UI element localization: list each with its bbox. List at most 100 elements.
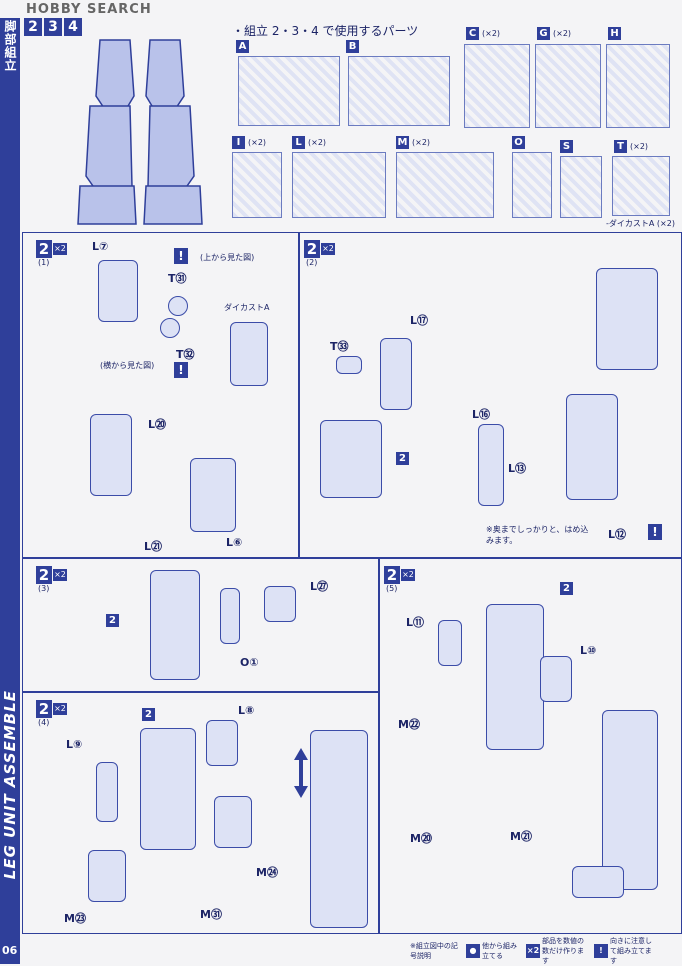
part-label: M㉓ [64, 912, 86, 925]
sidebar [0, 18, 20, 964]
part-shape [438, 620, 462, 666]
part-label: L⑨ [66, 738, 83, 751]
watermark: HOBBY SEARCH [26, 2, 152, 17]
part-label: L㉑ [144, 540, 163, 553]
part-label: L⑥ [226, 536, 243, 549]
step-number: 2 [24, 18, 42, 36]
step-panel-4 [22, 692, 380, 934]
part-label: L㉗ [310, 580, 329, 593]
step-badge-multiplier: ×2 [321, 243, 335, 255]
part-shape [220, 588, 240, 644]
runner-count: (×2) [630, 142, 649, 151]
part-shape [572, 866, 624, 898]
part-shape [160, 318, 180, 338]
runner-l [292, 152, 386, 218]
runner-s [560, 156, 602, 218]
part-shape [486, 604, 544, 750]
step-badge: 2 ×2 [36, 700, 67, 718]
part-shape [150, 570, 200, 680]
symbol-legend: ※組立図中の記号説明 ● 他から組み立てる ×2 部品を数値の数だけ作ります !… [410, 936, 654, 966]
runner-label: C [466, 27, 479, 40]
diecast-label: ダイカストA [224, 303, 270, 312]
step-badge: 2 ×2 [36, 566, 67, 584]
part-label: M⑳ [410, 832, 432, 845]
runner-m [396, 152, 494, 218]
part-label: T㉝ [330, 340, 349, 353]
step-badge-sub: (4) [38, 718, 50, 727]
runner-i [232, 152, 282, 218]
part-label: L⑧ [238, 704, 255, 717]
warning-icon: ! [174, 362, 188, 378]
part-label: L⑬ [508, 462, 527, 475]
step-badge: 2 ×2 [384, 566, 415, 584]
part-shape [90, 414, 132, 496]
step-panel-3 [22, 558, 380, 692]
legend-warning-icon: ! [594, 944, 608, 958]
step-badge: 2 ×2 [36, 240, 67, 258]
runner-label: H [608, 27, 621, 40]
step-badge-multiplier: ×2 [401, 569, 415, 581]
runner-count: (×2) [248, 138, 267, 147]
step-badge-sub: (2) [306, 258, 318, 267]
legend-text: 向きに注意して組み立てます [610, 937, 652, 965]
part-label: L⑯ [472, 408, 491, 421]
runner-h [606, 44, 670, 128]
sidebar-title: 脚部組立 [3, 20, 17, 72]
part-shape [140, 728, 196, 850]
fit-note: ※奥までしっかりと、はめ込みます。 [486, 525, 589, 545]
runner-count: (×2) [412, 138, 431, 147]
part-shape [478, 424, 504, 506]
runner-o [512, 152, 552, 218]
part-shape [190, 458, 236, 532]
part-shape [310, 730, 368, 928]
step-badge-multiplier: ×2 [53, 569, 67, 581]
part-label: O① [240, 656, 259, 669]
step-badge-sub: (3) [38, 584, 50, 593]
runner-t [612, 156, 670, 216]
ref-step: 2 [142, 708, 155, 721]
step-panel-1 [22, 232, 300, 558]
step-number: 4 [64, 18, 82, 36]
ref-step: 2 [560, 582, 573, 595]
sidebar-section-title: LEG UNIT ASSEMBLE [1, 690, 19, 880]
runner-label: G [537, 27, 550, 40]
legend-multiplier-icon: ×2 [526, 944, 540, 958]
legend-text: 他から組み立てる [482, 942, 517, 960]
part-label: L⑪ [406, 616, 425, 629]
part-shape [206, 720, 238, 766]
step-badge-number: 2 [36, 700, 52, 718]
part-shape [566, 394, 618, 500]
part-shape [214, 796, 252, 848]
diecast-note: -ダイカストA (×2) [606, 219, 675, 228]
runner-count: (×2) [308, 138, 327, 147]
runner-a [238, 56, 340, 126]
step-badge-number: 2 [304, 240, 320, 258]
runner-label: M [396, 136, 409, 149]
step-badge-number: 2 [36, 240, 52, 258]
part-label: L⑳ [148, 418, 167, 431]
runner-count: (×2) [553, 29, 572, 38]
part-label: M㉒ [398, 718, 420, 731]
legend-title: ※組立図中の記号説明 [410, 942, 458, 960]
part-shape [602, 710, 658, 890]
part-shape [88, 850, 126, 902]
part-label: L⑰ [410, 314, 429, 327]
step-badge-sub: (1) [38, 258, 50, 267]
part-label: T㉜ [176, 348, 195, 361]
runner-label: S [560, 140, 573, 153]
legend-text: 部品を数値の数だけ作ります [542, 937, 584, 965]
note-side-view: (横から見た図) [100, 361, 155, 370]
step-numbers: 2 3 4 [24, 18, 82, 36]
runner-label: B [346, 40, 359, 53]
direction-arrow-icon [294, 748, 308, 798]
runner-label: I [232, 136, 245, 149]
warning-icon: ! [648, 524, 662, 540]
part-shape [98, 260, 138, 322]
runner-label: A [236, 40, 249, 53]
part-shape [96, 762, 118, 822]
parts-list-title: ・組立 2・3・4 で使用するパーツ [232, 24, 419, 38]
part-shape [168, 296, 188, 316]
step-badge: 2 ×2 [304, 240, 335, 258]
page-number: 06 [2, 944, 18, 957]
part-label: L⑦ [92, 240, 109, 253]
